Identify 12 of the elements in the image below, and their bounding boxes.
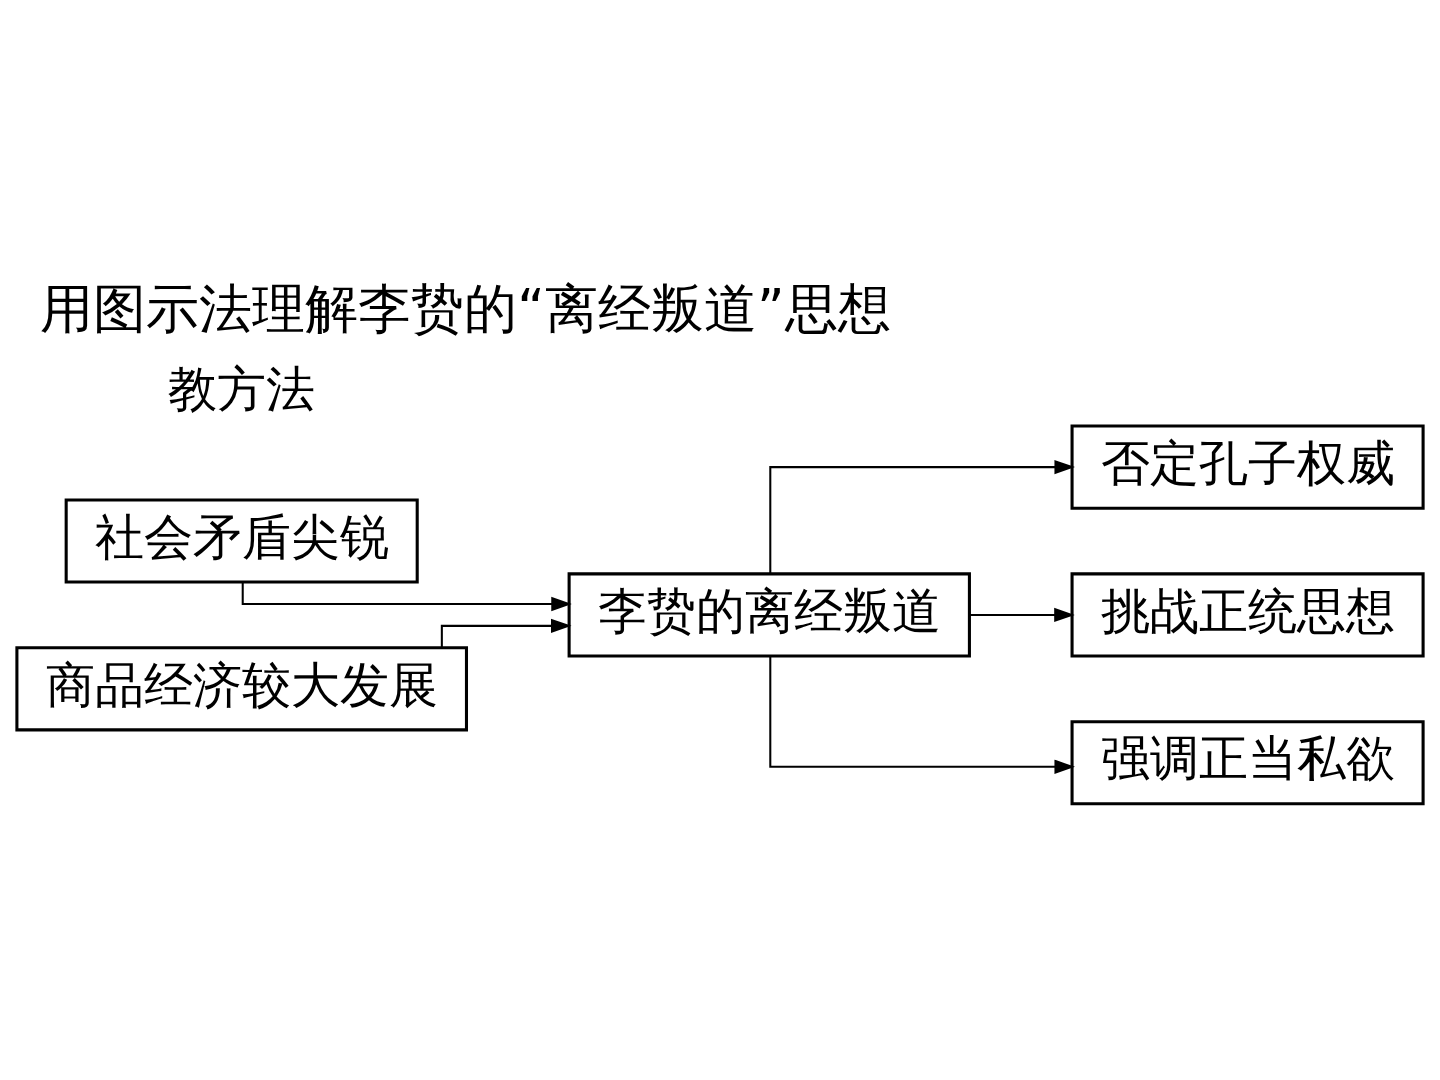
node-box: 否定孔子权威 [1070,424,1425,510]
node-box: 社会矛盾尖锐 [64,498,419,584]
arrow [769,459,1075,574]
node-box: 挑战正统思想 [1070,572,1425,658]
diagram-title: 用图示法理解李贽的“离经叛道”思想 [40,277,891,341]
node-box: 强调正当私欲 [1070,720,1425,806]
node-box: 李贽的离经叛道 [567,572,971,658]
arrow [440,618,572,648]
arrow [970,607,1075,623]
label: 教方法 [168,359,316,418]
arrow [769,656,1075,775]
node-box: 商品经济较大发展 [15,646,469,732]
